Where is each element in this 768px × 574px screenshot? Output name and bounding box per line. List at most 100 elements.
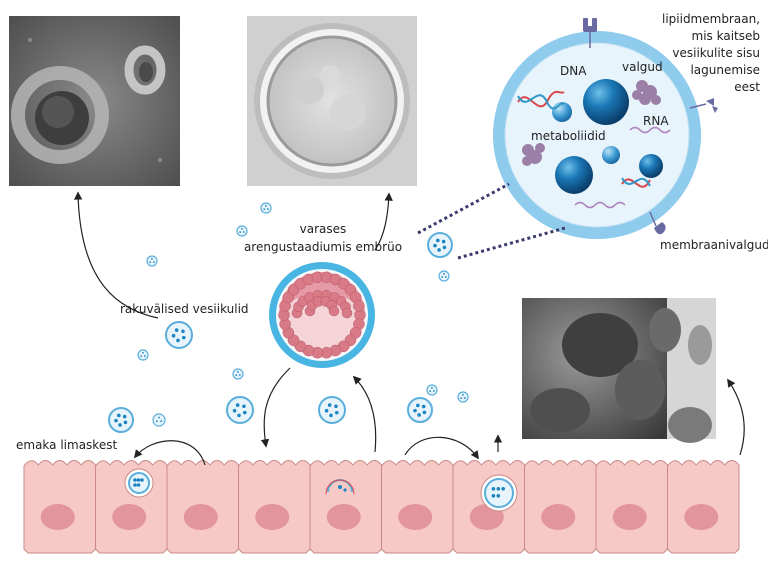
em-vesicles-image [9,16,180,186]
protein-blob-2 [522,143,545,166]
embryo-photo-image [247,16,417,186]
vesicle-cargo-dot [327,403,332,407]
membrane-protein-top [583,18,597,48]
vesicle-cargo-dot [429,390,432,392]
vesicle-cargo-dot [436,238,440,243]
cell-nucleus [255,504,290,530]
vesicle-cargo-dot [422,410,427,415]
cell-nucleus [40,504,75,530]
vesicle-cargo-dot [239,231,242,233]
vesicle-cargo-dot [152,261,155,263]
cell-nucleus [612,504,647,530]
embryo-cell [328,305,340,317]
vesicle-cargo-dot [151,258,153,260]
label-membrane-proteins: membraanivalgud [660,238,768,252]
label-lipid-line2: mis kaitseb [691,29,760,43]
vesicle-cargo-dot [232,408,237,413]
membrane-protein-right [689,98,718,113]
vesicle-cargo-dot [174,328,179,332]
extracellular-vesicle [438,270,450,282]
extracellular-vesicle [236,225,248,237]
vesicle-cargo-dot [432,390,435,392]
vesicle-cargo-dot [123,420,128,425]
vesicle-cargo-dot [343,488,347,492]
vesicle-cargo-dot [324,408,329,413]
vesicle-cargo-dot [496,494,501,498]
vesicle-cargo-dot [421,404,426,409]
vesicle-cargo-dot [117,413,121,418]
arrow-to-em-image [73,191,159,319]
dna-helix-2 [621,177,651,188]
extracellular-vesicle [427,232,453,258]
vesicle-cargo-dot [140,478,144,482]
cell-nucleus [183,504,218,530]
vesicle-cargo-dot [143,355,146,357]
vesicle-cargo-dot [149,261,152,263]
dotted-link-bottom [457,226,566,260]
arrow-to-embryo-photo [374,192,393,251]
label-embryo-line2: arengustaadiumis embrüo [243,240,403,254]
vesicle-cargo-dot [329,413,333,418]
vesicle-cargo-dot [334,404,338,409]
vesicle-cargo-dot [181,329,185,334]
vesicle-cargo-dot [442,245,447,250]
extracellular-vesicle [318,396,346,424]
rna-squiggle-1 [629,126,671,134]
vesicle-cargo-dot [181,335,186,340]
vesicle-cargo-dot [136,478,141,482]
vesicle-cargo-dot [413,408,417,413]
vesicle-cargo-dot [463,397,466,399]
label-embryo-line1: varases [299,222,347,236]
cell-nucleus [684,504,719,530]
free-vesicles [108,202,469,433]
vesicle-cargo-dot [241,228,243,230]
cell-nucleus [541,504,576,530]
vesicle-cargo-dot [501,487,506,491]
arrow-cell-to-right [404,436,479,460]
vesicle-cargo-dot [437,248,441,252]
extracellular-vesicle [232,368,244,380]
extracellular-vesicle [260,202,272,214]
vesicle-cargo-dot [441,276,444,278]
vesicle-cargo-dot [242,410,247,415]
vesicle-cargo-dot [237,413,241,418]
vesicle-cargo-dot [114,418,118,423]
vesicle-cargo-dot [133,483,137,487]
vesicle-cargo-dot [142,352,144,354]
extracellular-vesicle [152,413,166,427]
vesicle-cargo-dot [266,208,269,210]
vesicle-zoom [417,18,718,260]
vesicle-cargo-dot [238,374,241,376]
embryo-cell [341,307,353,319]
vesicle-cargo-dot [338,485,342,489]
vesicle-cargo-dot [460,397,463,399]
dotted-link-top [417,182,510,235]
fusing-membrane [325,479,355,495]
vesicle-cargo-dot [237,371,239,373]
label-endometrium: emaka limaskest [16,438,118,452]
label-metabolites: metaboliidid [531,129,606,143]
vesicle-cargo-dot [242,404,246,409]
vesicle-cargo-dot [140,355,143,357]
vesicle-cargo-dot [176,338,180,343]
internal-vesicle [484,478,514,508]
arrow-to-micrograph [727,378,745,456]
label-extracellular-vesicles: rakuvälised vesiikulid [120,302,249,316]
early-embryo [269,262,375,368]
endometrium-cells [23,460,740,554]
vesicle-cargo-dot [133,478,137,482]
vesicle-cargo-dot [160,420,163,423]
vesicle-cargo-dot [242,231,245,233]
vesicle-cargo-dot [431,387,433,389]
vesicle-cargo-dot [158,416,160,419]
extracellular-vesicle [226,396,254,424]
label-lipid-line1: lipiidmembraan, [661,12,760,26]
label-lipid-line3: vesiikulite sisu [672,46,760,60]
label-proteins: valgud [622,60,663,74]
membrane-protein-bottom [649,211,666,235]
vesicle-cargo-dot [491,487,496,491]
cell-nucleus [326,504,361,530]
vesicle-cargo-dot [235,403,240,407]
extracellular-vesicle [108,407,134,433]
